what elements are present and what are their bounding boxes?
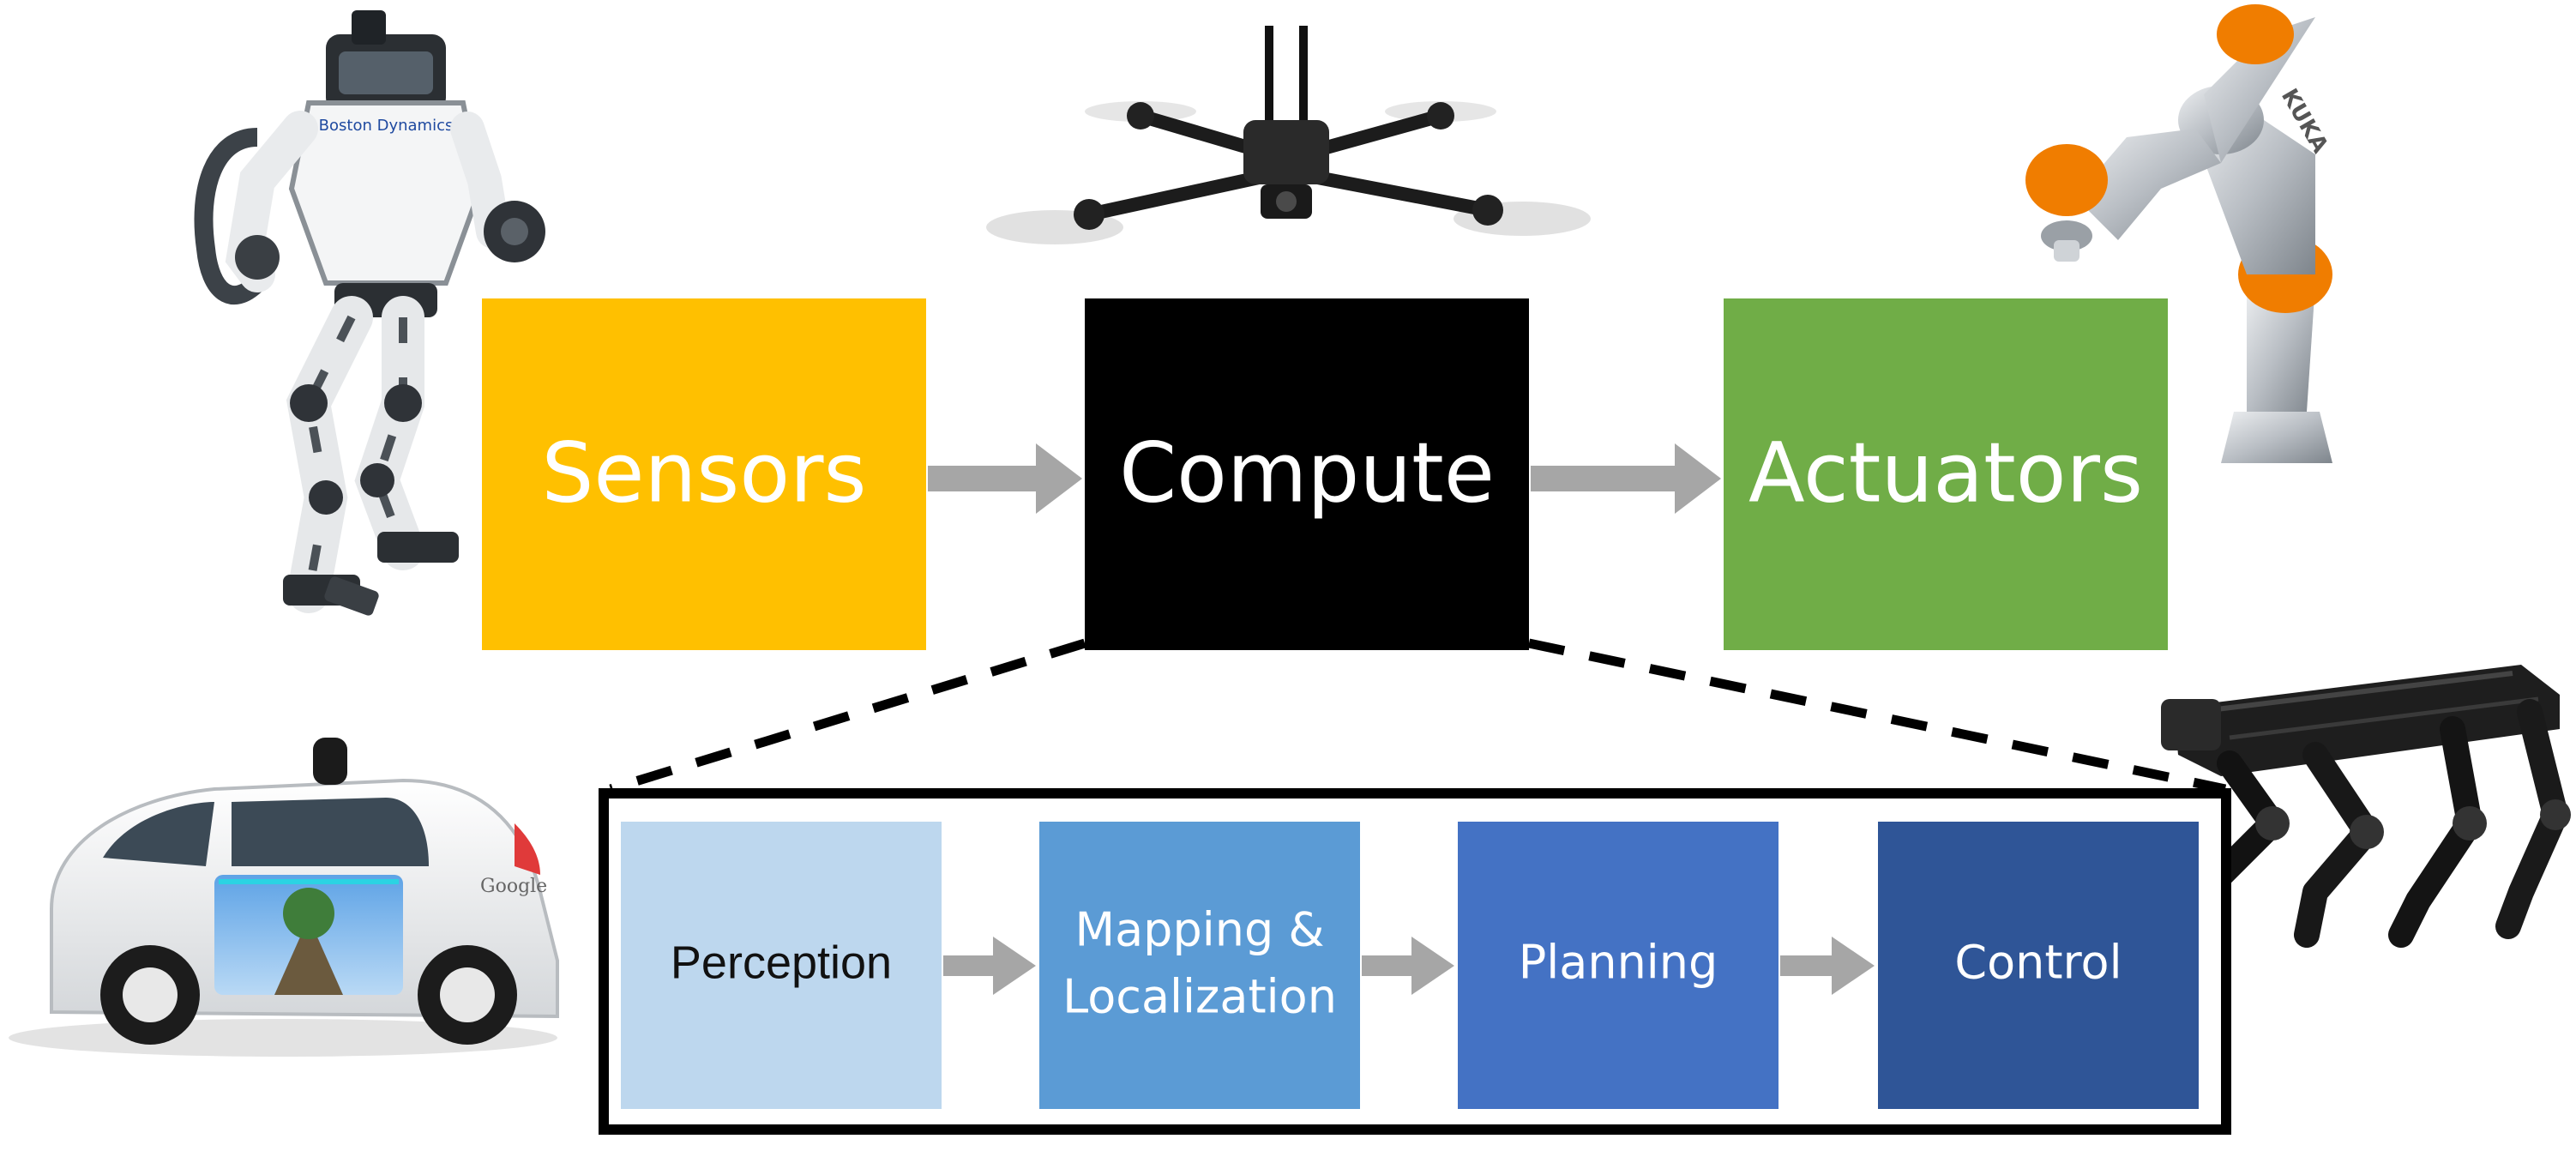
perception-label: Perception <box>671 937 892 988</box>
humanoid-logo-text: Boston Dynamics <box>319 117 454 135</box>
planning-stage-box: Planning <box>1458 822 1779 1109</box>
perception-to-mapping-arrow <box>943 937 1036 995</box>
perception-stage-box: Perception <box>621 822 942 1109</box>
humanoid-robot-icon: Boston Dynamics <box>194 10 545 616</box>
compute-to-actuators-arrow <box>1531 443 1721 514</box>
control-stage-box: Control <box>1878 822 2199 1109</box>
actuators-label: Actuators <box>1748 425 2143 521</box>
quadcopter-drone-icon <box>986 26 1591 244</box>
sensors-box: Sensors <box>482 298 926 650</box>
industrial-robot-arm-icon: KUKA <box>2025 4 2332 463</box>
sensors-to-compute-arrow <box>928 443 1082 514</box>
mapping-to-planning-arrow <box>1362 937 1454 995</box>
compute-box: Compute <box>1085 298 1529 650</box>
mapping-localization-stage-box: Mapping & Localization <box>1039 822 1360 1109</box>
localization-label: Localization <box>1062 970 1337 1024</box>
planning-to-control-arrow <box>1780 937 1875 995</box>
zoom-dashed-line-right <box>1527 638 2227 794</box>
actuators-box: Actuators <box>1724 298 2168 650</box>
mapping-label: Mapping & <box>1074 903 1324 957</box>
sensors-label: Sensors <box>541 425 866 521</box>
google-logo-text: Google <box>480 876 547 897</box>
self-driving-car-icon: Google <box>9 738 559 1057</box>
planning-label: Planning <box>1519 936 1718 990</box>
control-label: Control <box>1954 936 2122 990</box>
zoom-dashed-line-left <box>609 638 1086 794</box>
compute-label: Compute <box>1119 425 1495 521</box>
